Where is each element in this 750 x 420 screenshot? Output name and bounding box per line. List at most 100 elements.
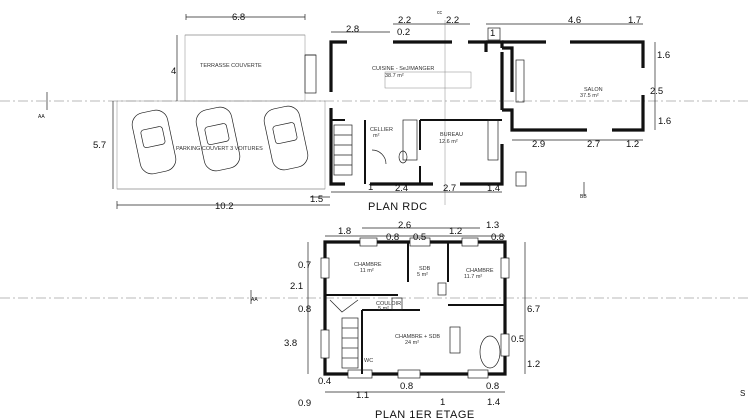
living-room-label: SALON 37.5 m²	[580, 87, 603, 99]
svg-text:2.2: 2.2	[446, 15, 459, 26]
svg-text:1.7: 1.7	[628, 15, 641, 26]
svg-text:m²: m²	[373, 133, 380, 139]
upper-floor-walls	[323, 240, 507, 376]
svg-text:SDB: SDB	[419, 266, 431, 272]
svg-text:6.8: 6.8	[232, 12, 245, 23]
svg-text:0.8: 0.8	[486, 381, 499, 392]
car-1	[131, 109, 177, 175]
svg-text:11 m²: 11 m²	[360, 268, 374, 274]
svg-text:5 m²: 5 m²	[417, 272, 428, 278]
ground-floor-walls	[329, 40, 645, 186]
svg-text:AA: AA	[38, 114, 45, 120]
svg-text:2.2: 2.2	[398, 15, 411, 26]
covered-parking: PARKING COUVERT 3 VOITURES	[116, 100, 326, 190]
svg-text:0.2: 0.2	[397, 27, 410, 38]
svg-text:0.8: 0.8	[386, 232, 399, 243]
svg-text:COULOIR: COULOIR	[376, 301, 401, 307]
svg-text:0.8: 0.8	[400, 381, 413, 392]
bedroom-2-label: CHAMBRE 11.7 m²	[464, 268, 494, 280]
svg-text:SALON: SALON	[584, 87, 603, 93]
bedroom-1-label: CHAMBRE 11 m²	[354, 262, 382, 274]
svg-text:1.6: 1.6	[658, 116, 671, 127]
svg-text:2.1: 2.1	[290, 281, 303, 292]
svg-text:37.5 m²: 37.5 m²	[580, 93, 599, 99]
svg-text:CELLIER: CELLIER	[370, 127, 393, 133]
axis-marker-left-rdc: AA	[38, 92, 48, 120]
svg-text:2.7: 2.7	[443, 183, 456, 194]
svg-text:4.6: 4.6	[568, 15, 581, 26]
upper-floor-dimensions: 2.6 1.3 1.8 0.8 0.5 1.2 0.8 0.7 2.1 0.8 …	[284, 220, 540, 409]
svg-text:0.4: 0.4	[318, 376, 331, 387]
kitchen-label: CUISINE - SeJ/MANGER 38.7 m²	[372, 66, 434, 79]
svg-text:2.5: 2.5	[650, 86, 663, 97]
master-bedroom-label: CHAMBRE + SDB 24 m²	[395, 334, 440, 346]
laundry-label: CELLIER m²	[370, 127, 393, 139]
svg-text:CHAMBRE: CHAMBRE	[466, 268, 494, 274]
svg-text:5.7: 5.7	[93, 140, 106, 151]
svg-text:5 m²: 5 m²	[378, 306, 389, 312]
svg-text:AA: AA	[251, 297, 258, 303]
staircase-etage	[329, 299, 359, 369]
office-label: BUREAU 12.6 m²	[439, 132, 463, 145]
covered-terrace: TERRASSE COUVERTE	[184, 34, 306, 102]
svg-text:1: 1	[368, 182, 373, 193]
svg-text:CUISINE - SeJ/MANGER: CUISINE - SeJ/MANGER	[372, 66, 434, 72]
svg-text:1.3: 1.3	[486, 220, 499, 231]
ground-floor-title: PLAN RDC	[368, 201, 428, 213]
bathroom-label: SDB 5 m²	[417, 266, 431, 278]
svg-text:CHAMBRE: CHAMBRE	[354, 262, 382, 268]
svg-text:1.6: 1.6	[657, 50, 670, 61]
corner-mark: S	[740, 389, 745, 398]
svg-text:1.4: 1.4	[487, 397, 500, 408]
axis-marker-left-etage: AA	[250, 290, 258, 304]
kitchen-island	[384, 71, 472, 89]
svg-text:0.8: 0.8	[298, 304, 311, 315]
ground-floor-windows	[304, 27, 527, 187]
svg-text:0.5: 0.5	[413, 232, 426, 243]
svg-text:0.5: 0.5	[511, 334, 524, 345]
car-3	[263, 105, 309, 171]
svg-text:6.7: 6.7	[527, 304, 540, 315]
svg-text:1.1: 1.1	[356, 390, 369, 401]
wc-rdc	[371, 149, 408, 165]
staircase-rdc	[333, 124, 353, 176]
landing-label: COULOIR 5 m²	[376, 301, 401, 312]
svg-text:1: 1	[490, 28, 495, 39]
svg-text:BUREAU: BUREAU	[440, 132, 463, 138]
svg-text:1.8: 1.8	[338, 226, 351, 237]
svg-text:11.7 m²: 11.7 m²	[464, 274, 482, 280]
car-2	[195, 106, 241, 172]
svg-text:0.7: 0.7	[298, 260, 311, 271]
svg-text:1.2: 1.2	[527, 359, 540, 370]
svg-text:0.9: 0.9	[298, 398, 311, 409]
wc-label: WC	[364, 358, 373, 364]
svg-text:2.7: 2.7	[587, 139, 600, 150]
svg-text:PARKING COUVERT 3 VOITURES: PARKING COUVERT 3 VOITURES	[176, 146, 263, 152]
upper-floor-windows	[320, 237, 510, 379]
svg-text:cc: cc	[437, 10, 443, 16]
ground-floor-dimensions: 6.8 2.8 2.2 2.2 0.2 cc 4.6 1.7 1.6 2.5 1…	[93, 10, 671, 212]
svg-text:1.2: 1.2	[449, 226, 462, 237]
svg-text:1.2: 1.2	[626, 139, 639, 150]
svg-text:BB: BB	[580, 194, 587, 200]
svg-text:4: 4	[171, 66, 176, 77]
svg-text:24 m²: 24 m²	[405, 340, 419, 346]
svg-text:10.2: 10.2	[215, 201, 234, 212]
svg-text:1.4: 1.4	[487, 183, 500, 194]
svg-text:3.8: 3.8	[284, 338, 297, 349]
svg-text:1: 1	[440, 397, 445, 408]
svg-text:2.9: 2.9	[532, 139, 545, 150]
upper-floor-title: PLAN 1ER ETAGE	[375, 409, 475, 420]
svg-text:38.7 m²: 38.7 m²	[385, 73, 404, 79]
svg-text:1.5: 1.5	[310, 194, 323, 205]
svg-text:CHAMBRE + SDB: CHAMBRE + SDB	[395, 334, 440, 340]
bathroom-fixtures	[391, 282, 501, 369]
svg-text:2.8: 2.8	[346, 24, 359, 35]
svg-text:2.6: 2.6	[398, 220, 411, 231]
svg-text:12.6 m²: 12.6 m²	[439, 139, 458, 145]
svg-text:TERRASSE COUVERTE: TERRASSE COUVERTE	[200, 63, 262, 69]
svg-text:2.4: 2.4	[395, 183, 408, 194]
axis-marker-right-rdc: BB	[580, 182, 587, 200]
